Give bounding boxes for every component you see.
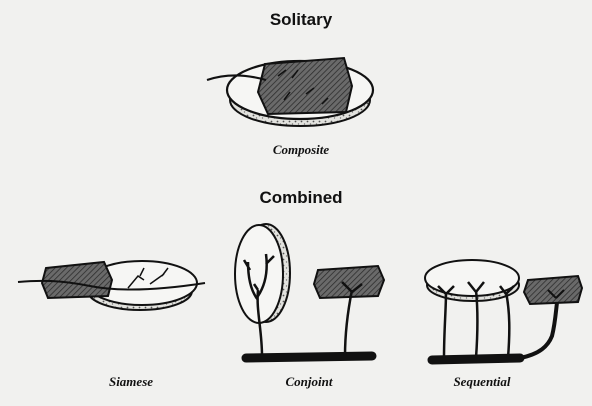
caption-composite: Composite (246, 142, 356, 158)
sequential-muscle (524, 276, 582, 304)
conjoint-source-vessel (246, 356, 372, 358)
heading-combined: Combined (240, 188, 362, 208)
sequential-link-vessel (520, 296, 558, 358)
conjoint-muscle (314, 266, 384, 298)
sequential-flap (425, 260, 582, 360)
caption-conjoint: Conjoint (264, 374, 354, 390)
sequential-source-vessel (432, 358, 520, 360)
composite-flap (207, 58, 373, 126)
conjoint-flap (235, 224, 384, 358)
siamese-muscle (42, 262, 112, 298)
heading-solitary: Solitary (246, 10, 356, 30)
caption-siamese: Siamese (86, 374, 176, 390)
composite-muscle (258, 58, 352, 114)
siamese-flap (18, 261, 205, 310)
caption-sequential: Sequential (432, 374, 532, 390)
